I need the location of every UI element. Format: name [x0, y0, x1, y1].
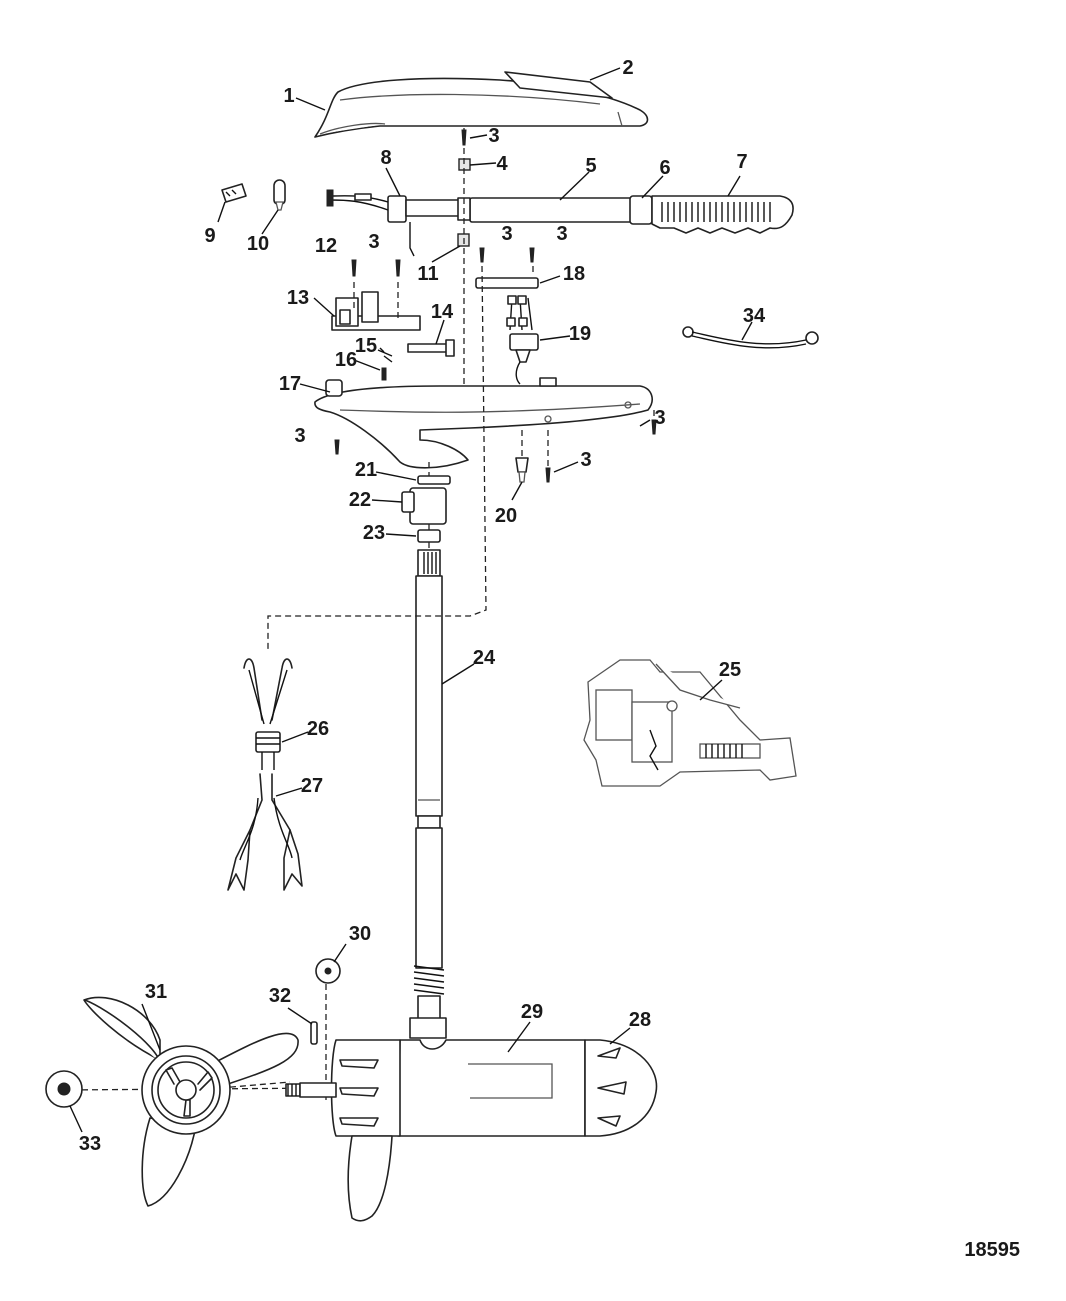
- tiller-handle: [469, 195, 794, 234]
- callout-13: 13: [287, 287, 309, 309]
- callout-14: 14: [431, 301, 454, 323]
- wire-cap: [273, 179, 286, 211]
- callout-labels: 1 2 3 4 5 6 7 8 9 10 11 3 3 12 3 18 13 1…: [79, 57, 1020, 1261]
- callout-34: 34: [743, 305, 766, 327]
- callout-3g: 3: [580, 449, 591, 471]
- motor-housing: [285, 1017, 586, 1222]
- callout-19: 19: [569, 323, 591, 345]
- prop-nut: [45, 1070, 83, 1108]
- spring: [377, 349, 393, 363]
- battery-connector-top: [243, 658, 293, 770]
- callout-1: 1: [283, 85, 294, 107]
- callout-7: 7: [736, 151, 747, 173]
- figure-number: 18595: [964, 1239, 1020, 1261]
- callout-26: 26: [307, 718, 329, 740]
- callout-31: 31: [145, 981, 167, 1003]
- callout-24: 24: [473, 647, 496, 669]
- callout-22: 22: [349, 489, 371, 511]
- callout-6: 6: [659, 157, 670, 179]
- terminal-bar: [475, 277, 539, 289]
- battery-clamps: [227, 773, 303, 891]
- callout-21: 21: [355, 459, 377, 481]
- callout-27: 27: [301, 775, 323, 797]
- steering-collar: [401, 487, 447, 525]
- callout-23: 23: [363, 522, 385, 544]
- propeller: [83, 996, 299, 1207]
- drive-pin: [310, 1021, 318, 1045]
- callout-32: 32: [269, 985, 291, 1007]
- prop-washer: [315, 958, 341, 984]
- callout-9: 9: [204, 225, 215, 247]
- mount-bracket-detail: [583, 659, 797, 787]
- handle-grip-texture: [661, 202, 771, 222]
- callout-2: 2: [622, 57, 633, 79]
- callout-8: 8: [380, 147, 391, 169]
- ground-cable: [682, 326, 819, 349]
- callout-18: 18: [563, 263, 585, 285]
- callout-20: 20: [495, 505, 517, 527]
- washer: [417, 475, 451, 485]
- callout-16: 16: [335, 349, 357, 371]
- callout-5: 5: [585, 155, 596, 177]
- speed-switch: [326, 189, 471, 257]
- nose-cone: [584, 1039, 658, 1137]
- screw: [461, 129, 467, 146]
- plug: [515, 457, 529, 483]
- callout-3f: 3: [294, 425, 305, 447]
- callout-12: 12: [315, 235, 337, 257]
- callout-10: 10: [247, 233, 269, 255]
- callout-3e: 3: [654, 407, 665, 429]
- callout-33: 33: [79, 1133, 101, 1155]
- pin: [381, 367, 387, 381]
- callout-3: 3: [488, 125, 499, 147]
- callout-30: 30: [349, 923, 371, 945]
- callout-29: 29: [521, 1001, 543, 1023]
- callout-11: 11: [417, 263, 438, 285]
- callout-25: 25: [719, 659, 741, 681]
- callout-28: 28: [629, 1009, 651, 1031]
- callout-4: 4: [496, 153, 508, 175]
- circuit-board: [331, 291, 421, 331]
- screws-group: [334, 247, 657, 483]
- terminal-block: [221, 183, 247, 203]
- battery-lead-connector: [506, 295, 539, 385]
- callout-3c: 3: [556, 223, 567, 245]
- callout-17: 17: [279, 373, 301, 395]
- callout-3d: 3: [368, 231, 379, 253]
- callout-15: 15: [355, 335, 377, 357]
- callout-3b: 3: [501, 223, 512, 245]
- bushing: [417, 529, 441, 543]
- decal-strip: [504, 71, 613, 99]
- bolt: [407, 339, 455, 357]
- composite-shaft: [413, 549, 445, 1023]
- callout-leaders: [69, 67, 753, 1133]
